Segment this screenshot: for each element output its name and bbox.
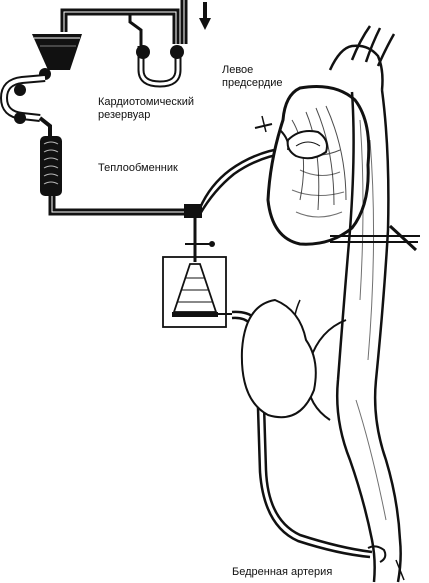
roller-pump-loop	[128, 14, 184, 88]
label-cardiotomy-reservoir-line2: резервуар	[98, 109, 151, 121]
femoral-cannula-insertion	[367, 545, 405, 581]
label-heat-exchanger: Теплообменник	[98, 162, 178, 174]
atrial-cannula-tubing	[198, 146, 288, 215]
clamp-lower	[14, 112, 26, 124]
aortic-clamp	[330, 224, 420, 252]
clamp-upper	[14, 84, 26, 96]
left-atrium	[286, 130, 328, 160]
cardiotomy-reservoir	[32, 34, 82, 80]
exchanger-outflow-tubing	[48, 196, 186, 216]
flow-arrow-icon	[199, 2, 211, 30]
pump-roller-right	[170, 45, 184, 59]
label-left-atrium-line2: предсердие	[222, 77, 283, 89]
label-cardiotomy-reservoir-line1: Кардиотомический	[98, 96, 195, 108]
reservoir-to-exchanger-tubing	[0, 74, 52, 136]
label-left-atrium-line1: Левое	[222, 64, 254, 76]
label-cardiotomy-reservoir: Кардиотомический резервуар	[98, 96, 194, 122]
heart-illustration	[266, 85, 371, 246]
heat-exchanger	[40, 136, 62, 196]
tube-connector	[184, 204, 202, 218]
pump-roller-left	[136, 45, 150, 59]
venous-collection-bag	[162, 218, 232, 328]
kidney-illustration	[240, 298, 317, 419]
label-femoral-artery: Бедренная артерия	[232, 566, 333, 578]
top-circuit-tubing	[60, 0, 188, 44]
atrial-vent-needle	[254, 115, 273, 133]
label-left-atrium: Левое предсердие	[222, 64, 283, 90]
